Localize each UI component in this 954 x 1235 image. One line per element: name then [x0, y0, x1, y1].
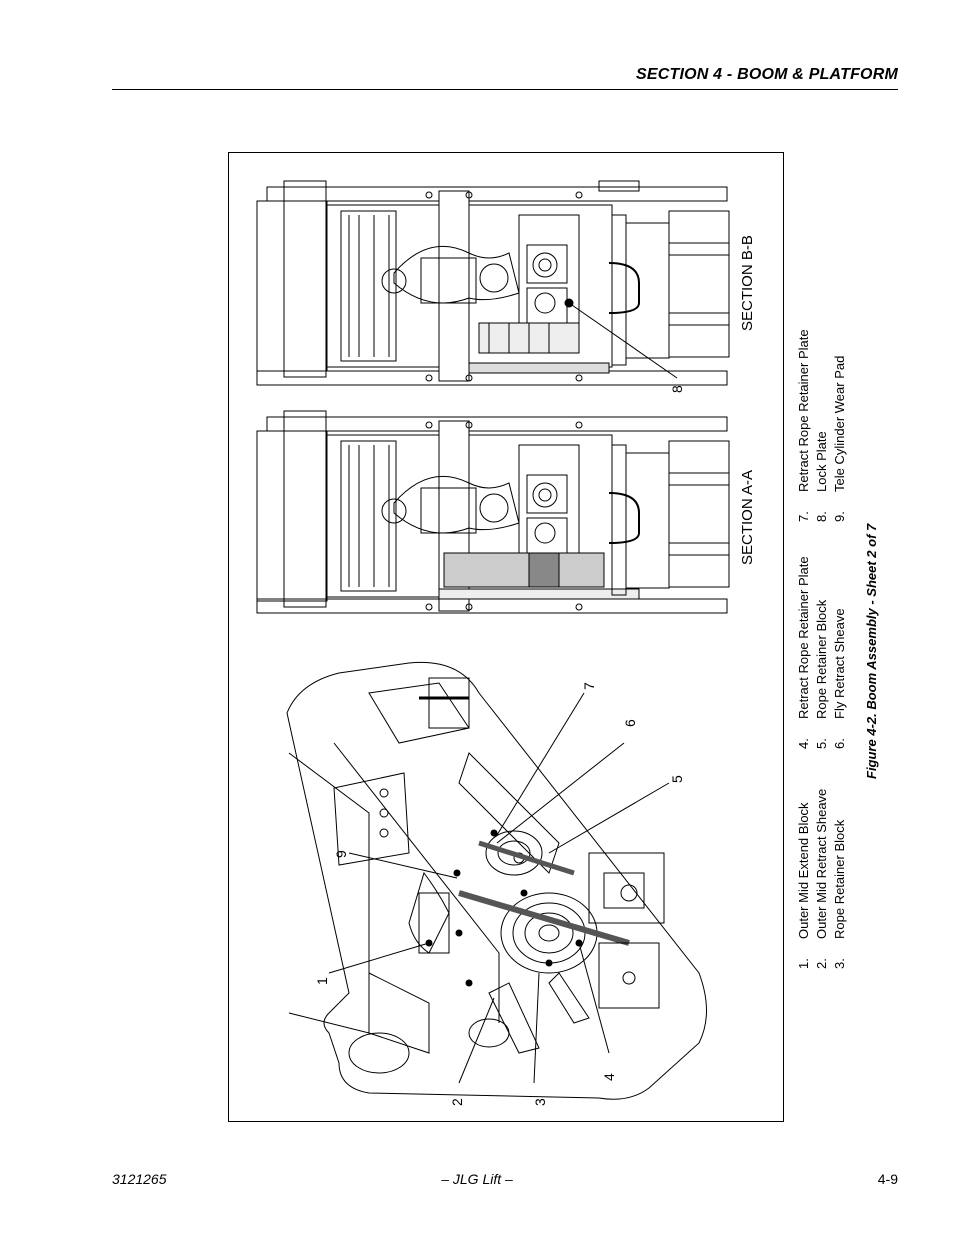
legend-column-3: 7.Retract Rope Retainer Plate 8.Lock Pla…: [795, 329, 849, 522]
callout-5: 5: [669, 775, 685, 783]
callout-4: 4: [601, 1073, 617, 1081]
callout-7: 7: [581, 682, 597, 690]
legend-column-2: 4.Retract Rope Retainer Plate 5.Rope Ret…: [795, 556, 849, 749]
callout-2: 2: [449, 1098, 465, 1106]
header-divider: [112, 89, 898, 90]
legend-item: 4.Retract Rope Retainer Plate: [796, 556, 811, 749]
callout-1: 1: [314, 977, 330, 985]
legend-item: 8.Lock Plate: [814, 431, 829, 522]
section-b-b-drawing: [256, 180, 730, 386]
section-a-a-drawing: [256, 410, 730, 614]
section-b-b-label: SECTION B-B: [739, 235, 756, 331]
section-a-a-label: SECTION A-A: [739, 469, 756, 565]
figure-frame: SECTION B-B SECTION A-A 1 2 3 4 5 6 7 8 …: [228, 152, 879, 1122]
legend-item: 5.Rope Retainer Block: [814, 599, 829, 749]
footer-page-number: 4-9: [877, 1171, 898, 1187]
legend-item: 2.Outer Mid Retract Sheave: [814, 788, 829, 969]
legend-item: 9.Tele Cylinder Wear Pad: [832, 355, 847, 522]
footer-brand: – JLG Lift –: [441, 1171, 513, 1187]
legend-item: 7.Retract Rope Retainer Plate: [796, 329, 811, 522]
boom-isometric-drawing: [286, 661, 707, 1100]
callout-3: 3: [532, 1098, 548, 1106]
boom-assembly-drawing: [256, 180, 730, 1100]
legend-column-1: 1.Outer Mid Extend Block 2.Outer Mid Ret…: [795, 789, 849, 969]
footer-doc-number: 3121265: [112, 1171, 167, 1187]
callout-6: 6: [622, 719, 638, 727]
figure-caption: Figure 4-2. Boom Assembly - Sheet 2 of 7: [864, 523, 879, 779]
legend-item: 3.Rope Retainer Block: [832, 819, 847, 969]
legend-item: 6.Fly Retract Sheave: [832, 608, 847, 749]
legend-item: 1.Outer Mid Extend Block: [796, 802, 811, 969]
callout-8: 8: [669, 385, 685, 393]
section-title: SECTION 4 - BOOM & PLATFORM: [636, 66, 898, 83]
callout-9: 9: [333, 850, 349, 858]
